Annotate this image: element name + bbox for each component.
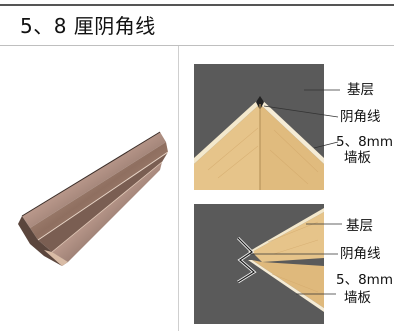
label-profile-top: 阴角线: [340, 109, 381, 125]
title-divider: [0, 45, 394, 46]
inner-corner-profile-image: [0, 90, 178, 280]
label-thickness-bottom: 5、8mm: [336, 272, 393, 288]
top-rule: [0, 4, 394, 6]
label-thickness-top: 5、8mm: [336, 134, 393, 150]
leader-line: [313, 141, 339, 149]
label-profile-bottom: 阴角线: [340, 246, 381, 262]
corner-diagram-bottom: [178, 196, 394, 331]
page-title: 5、8 厘阴角线: [20, 14, 156, 38]
label-base-top: 基层: [347, 82, 374, 98]
label-panel-top: 墙板: [344, 150, 371, 166]
corner-diagram-top: [178, 60, 394, 190]
leader-line: [263, 105, 339, 118]
label-panel-bottom: 墙板: [344, 290, 371, 306]
column-divider: [178, 46, 179, 331]
label-base-bottom: 基层: [346, 218, 373, 234]
